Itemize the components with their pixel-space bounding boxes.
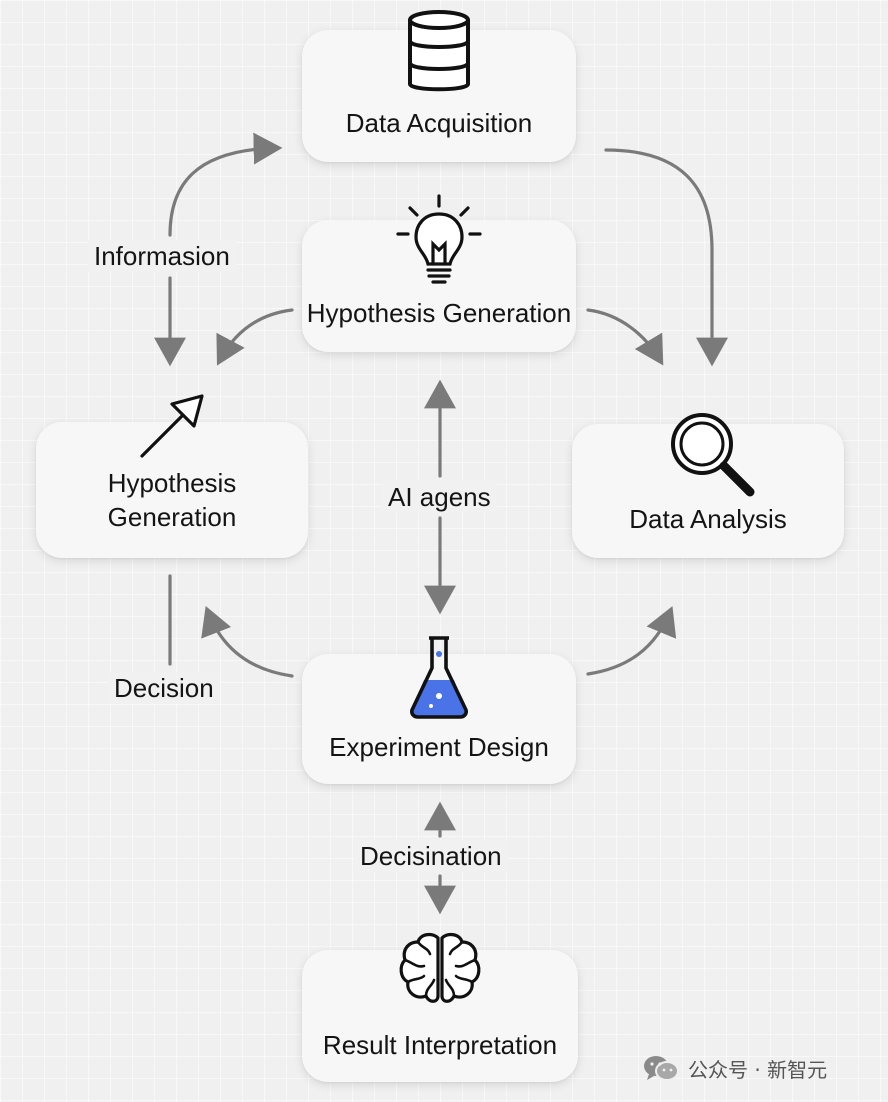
- arrow-pointer-icon: [140, 394, 204, 458]
- arrow-hypothesis-to-analysis: [586, 308, 664, 366]
- wechat-icon: [644, 1056, 679, 1081]
- node-label-line1: Hypothesis: [107, 468, 237, 498]
- arrow-acquisition-to-analysis: [604, 148, 728, 367]
- arrow-informasion-to-acquisition: [168, 132, 283, 237]
- node-label-line2: Generation: [107, 502, 237, 532]
- node-hypothesis-generation-left: Hypothesis Generation: [36, 394, 308, 558]
- node-data-acquisition: Data Acquisition: [302, 10, 576, 162]
- node-label: Hypothesis Generation: [306, 298, 572, 328]
- node-experiment-design: Experiment Design: [302, 636, 576, 784]
- node-label: Experiment Design: [329, 732, 549, 762]
- node-label: Data Analysis: [629, 504, 787, 534]
- node-data-analysis: Data Analysis: [572, 413, 844, 558]
- node-label: Data Acquisition: [345, 108, 533, 138]
- edge-label-ai-agens: AI agens: [382, 481, 497, 513]
- watermark-text: 公众号 · 新智元: [688, 1057, 828, 1082]
- edge-label-informasion: Informasion: [88, 240, 236, 272]
- database-icon: [408, 10, 470, 92]
- node-label: Result Interpretation: [322, 1030, 558, 1060]
- lightbulb-icon: [396, 194, 482, 284]
- arrow-hypothesis-to-left: [216, 308, 294, 366]
- edge-label-decisination: Decisination: [354, 840, 508, 872]
- node-result-interpretation: Result Interpretation: [302, 932, 578, 1082]
- arrow-experiment-to-left: [201, 606, 294, 678]
- flask-icon: [410, 636, 468, 719]
- arrow-experiment-to-analysis: [586, 606, 677, 676]
- magnifier-icon: [671, 413, 755, 497]
- brain-icon: [399, 932, 481, 1003]
- node-hypothesis-generation-center: Hypothesis Generation: [302, 194, 576, 352]
- watermark: 公众号 · 新智元: [642, 1050, 827, 1086]
- edge-label-decision: Decision: [108, 672, 220, 704]
